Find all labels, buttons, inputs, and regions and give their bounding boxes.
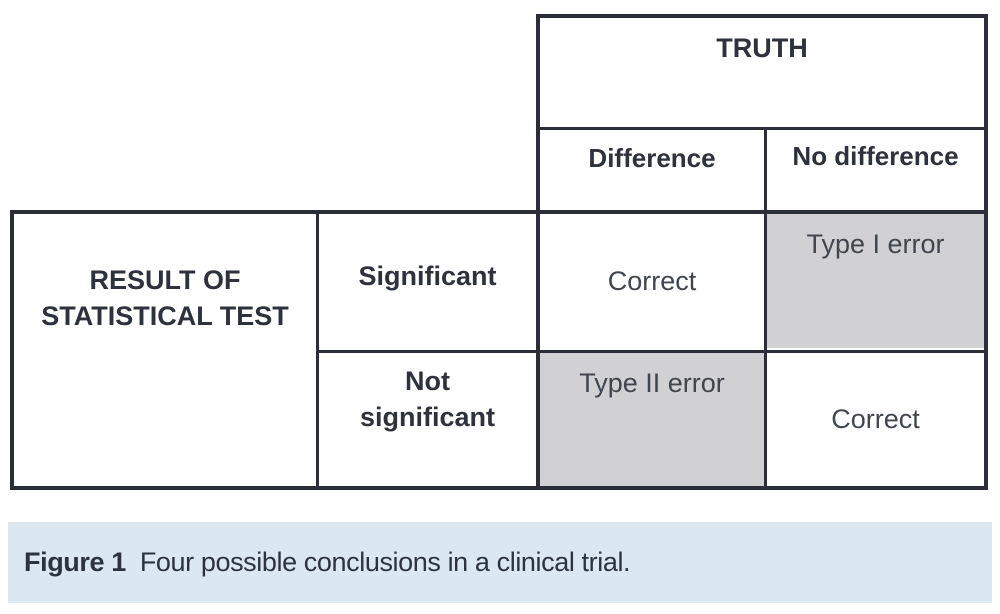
row-group-header-label: RESULT OF STATISTICAL TEST xyxy=(41,265,289,332)
row-header-not-significant-label: Not significant xyxy=(359,366,495,433)
cell-significant-no-difference-label: Type I error xyxy=(806,229,945,259)
cell-significant-no-difference: Type I error xyxy=(767,214,984,348)
figure-caption-label: Figure 1 xyxy=(24,547,126,577)
column-header-difference-label: Difference xyxy=(588,143,716,173)
row-header-significant: Significant xyxy=(319,214,536,348)
cell-significant-difference-label: Correct xyxy=(607,265,697,296)
figure-caption-text: Four possible conclusions in a clinical … xyxy=(139,547,631,577)
table-border-middle-vertical xyxy=(536,14,540,490)
cell-significant-difference: Correct xyxy=(540,214,764,348)
column-header-no-difference-label: No difference xyxy=(792,141,959,171)
column-header-difference: Difference xyxy=(540,130,764,209)
column-header-no-difference: No difference xyxy=(767,130,984,209)
table-border-left xyxy=(10,210,14,490)
row-group-header-cell: RESULT OF STATISTICAL TEST xyxy=(14,214,316,486)
row-header-not-significant: Not significant xyxy=(319,353,536,486)
cell-not-significant-no-difference: Correct xyxy=(767,353,984,486)
truth-header-cell: TRUTH xyxy=(540,18,984,127)
rule-between-rows xyxy=(319,350,984,353)
cell-not-significant-difference-label: Type II error xyxy=(579,368,725,398)
table-border-top xyxy=(536,14,988,18)
table-border-bottom xyxy=(10,486,988,490)
figure-caption-bar: Figure 1 Four possible conclusions in a c… xyxy=(8,522,992,603)
figure-caption: Figure 1 Four possible conclusions in a c… xyxy=(8,547,631,578)
rule-under-truth xyxy=(540,127,984,130)
table-border-right xyxy=(984,14,988,490)
table-border-header-bottom xyxy=(10,210,988,214)
rule-between-difference-columns xyxy=(764,130,767,486)
cell-not-significant-no-difference-label: Correct xyxy=(831,404,920,435)
rule-between-label-and-row-headers xyxy=(316,214,319,486)
cell-not-significant-difference: Type II error xyxy=(540,353,764,486)
row-header-significant-label: Significant xyxy=(358,260,497,291)
truth-header-label: TRUTH xyxy=(716,33,808,63)
